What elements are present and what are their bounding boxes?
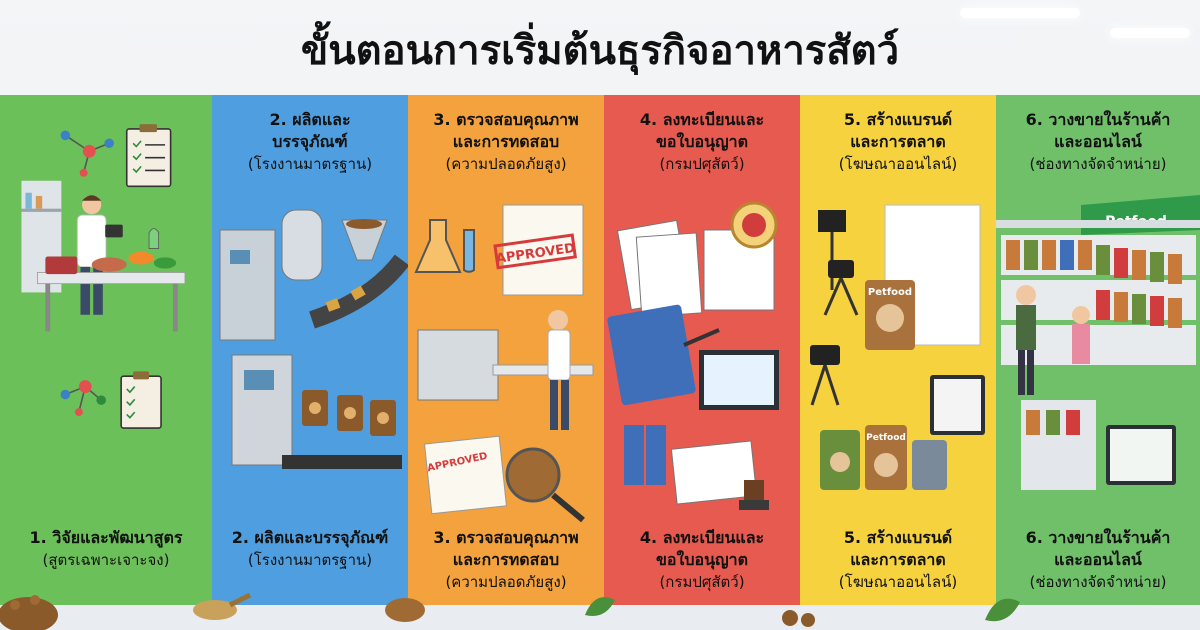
step-4-header: 4. ลงทะเบียนและ ขอใบอนุญาต (กรมปศุสัตว์)	[604, 109, 800, 175]
step-6-title: 6. วางขายในร้านค้า	[1025, 528, 1171, 547]
kibble-and-leaves-decoration	[0, 592, 1020, 630]
step-panel-retail: 6. วางขายในร้านค้า และออนไลน์ (ช่องทางจั…	[996, 95, 1200, 605]
step-6-header-line1: 6. วางขายในร้านค้า	[1025, 110, 1171, 129]
petfood-bag-label: Petfood	[868, 287, 912, 298]
step-2-header: 2. ผลิตและ บรรจุภัณฑ์ (โรงงานมาตรฐาน)	[212, 109, 408, 175]
photo-studio-illustration: Petfood Petfood	[810, 204, 985, 490]
step-panel-production: 2. ผลิตและ บรรจุภัณฑ์ (โรงงานมาตรฐาน) 2.…	[212, 95, 408, 605]
step-1-subtitle: (สูตรเฉพาะเจาะจง)	[42, 551, 170, 569]
step-3-caption: 3. ตรวจสอบคุณภาพ และการทดสอบ (ความปลอดภั…	[408, 527, 604, 593]
step-2-header-sub: (โรงงานมาตรฐาน)	[247, 155, 373, 173]
step-3-header-line1: 3. ตรวจสอบคุณภาพ	[433, 110, 579, 129]
step-5-title-2: และการตลาด	[850, 550, 946, 569]
step-6-title-2: และออนไลน์	[1054, 550, 1142, 569]
step-6-caption: 6. วางขายในร้านค้า และออนไลน์ (ช่องทางจั…	[996, 527, 1200, 593]
step-panel-registration: 4. ลงทะเบียนและ ขอใบอนุญาต (กรมปศุสัตว์)…	[604, 95, 800, 605]
step-5-header-line1: 5. สร้างแบรนด์	[843, 110, 953, 129]
step-4-title-2: ขอใบอนุญาต	[655, 550, 749, 569]
step-1-caption: 1. วิจัยและพัฒนาสูตร (สูตรเฉพาะเจาะจง)	[0, 527, 212, 571]
checklist-clipboard-icon	[125, 124, 172, 188]
step-4-subtitle: (กรมปศุสัตว์)	[659, 573, 745, 591]
page-title: ขั้นตอนการเริ่มต้นธุรกิจอาหารสัตว์	[300, 28, 900, 74]
step-3-header-sub: (ความปลอดภัยสูง)	[445, 155, 567, 173]
step-2-subtitle: (โรงงานมาตรฐาน)	[247, 551, 373, 569]
step-3-header: 3. ตรวจสอบคุณภาพ และการทดสอบ (ความปลอดภั…	[408, 109, 604, 175]
molecule-icon	[60, 380, 106, 417]
step-5-title: 5. สร้างแบรนด์	[843, 528, 953, 547]
step-6-header-line2: และออนไลน์	[1054, 132, 1142, 151]
lab-testing-illustration: APPROVED APPROVED	[414, 204, 594, 523]
step-6-header-sub: (ช่องทางจัดจำหน่าย)	[1029, 155, 1167, 173]
molecule-icon	[60, 130, 114, 177]
step-2-caption: 2. ผลิตและบรรจุภัณฑ์ (โรงงานมาตรฐาน)	[212, 527, 408, 571]
petfood-bag-label-2: Petfood	[866, 433, 906, 443]
step-3-header-line2: และการทดสอบ	[452, 132, 560, 151]
ceiling-light	[960, 8, 1080, 18]
lab-scientist-illustration	[21, 124, 186, 429]
ceiling-light	[1110, 28, 1190, 38]
step-1-title: 1. วิจัยและพัฒนาสูตร	[29, 528, 183, 547]
step-panel-research: 1. วิจัยและพัฒนาสูตร (สูตรเฉพาะเจาะจง)	[0, 95, 212, 605]
documents-license-illustration	[607, 201, 779, 510]
step-3-subtitle: (ความปลอดภัยสูง)	[445, 573, 567, 591]
step-4-header-line2: ขอใบอนุญาต	[655, 132, 749, 151]
store-shelves-illustration: Petfood	[996, 195, 1200, 490]
step-2-header-line2: บรรจุภัณฑ์	[272, 132, 348, 151]
step-4-title: 4. ลงทะเบียนและ	[639, 528, 765, 547]
step-5-header: 5. สร้างแบรนด์ และการตลาด (โฆษณาออนไลน์)	[800, 109, 996, 175]
factory-machine-illustration	[219, 209, 408, 469]
step-6-subtitle: (ช่องทางจัดจำหน่าย)	[1029, 573, 1167, 591]
step-5-subtitle: (โฆษณาออนไลน์)	[838, 573, 958, 591]
step-6-header: 6. วางขายในร้านค้า และออนไลน์ (ช่องทางจั…	[996, 109, 1200, 175]
step-4-caption: 4. ลงทะเบียนและ ขอใบอนุญาต (กรมปศุสัตว์)	[604, 527, 800, 593]
step-5-header-sub: (โฆษณาออนไลน์)	[838, 155, 958, 173]
step-3-title: 3. ตรวจสอบคุณภาพ	[433, 528, 579, 547]
step-panel-quality: 3. ตรวจสอบคุณภาพ และการทดสอบ (ความปลอดภั…	[408, 95, 604, 605]
step-4-header-line1: 4. ลงทะเบียนและ	[639, 110, 765, 129]
step-3-title-2: และการทดสอบ	[452, 550, 560, 569]
step-5-header-line2: และการตลาด	[850, 132, 946, 151]
checklist-clipboard-icon	[120, 371, 162, 429]
step-2-header-line1: 2. ผลิตและ	[269, 110, 351, 129]
step-panel-branding: 5. สร้างแบรนด์ และการตลาด (โฆษณาออนไลน์)…	[800, 95, 996, 605]
scientist-figure	[76, 195, 123, 315]
step-5-caption: 5. สร้างแบรนด์ และการตลาด (โฆษณาออนไลน์)	[800, 527, 996, 593]
step-4-header-sub: (กรมปศุสัตว์)	[659, 155, 745, 173]
step-2-title: 2. ผลิตและบรรจุภัณฑ์	[231, 528, 389, 547]
